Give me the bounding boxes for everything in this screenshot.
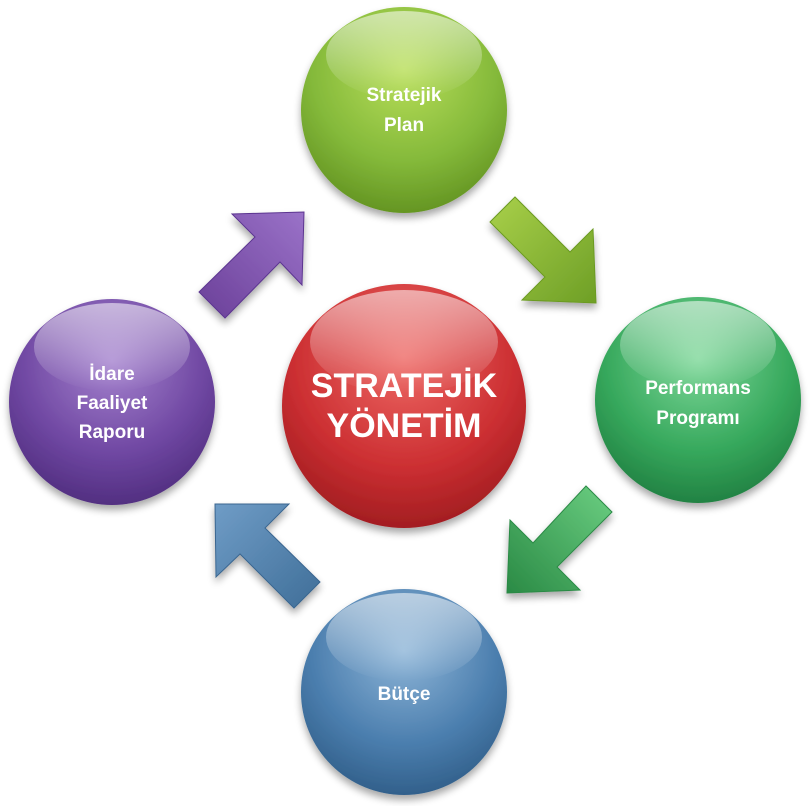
node-center-strategic-management: STRATEJİK YÖNETİM [282, 284, 526, 528]
arrow-program-to-budget-icon [506, 485, 613, 594]
node-activity-report-line2: Faaliyet [77, 393, 148, 414]
node-strategic-plan-line2: Plan [384, 115, 424, 136]
center-label-line2: YÖNETİM [327, 407, 482, 445]
arrow-plan-to-program-icon [489, 196, 597, 304]
node-budget-line1: Bütçe [378, 684, 431, 705]
node-activity-report: İdare Faaliyet Raporu [9, 299, 215, 505]
node-performance-program: Performans Programı [595, 297, 801, 503]
center-label-line1: STRATEJİK [311, 367, 498, 405]
node-activity-report-line3: Raporu [79, 422, 146, 443]
node-performance-program-line1: Performans [645, 378, 751, 399]
node-budget: Bütçe [301, 589, 507, 795]
node-activity-report-line1: İdare [89, 364, 134, 385]
arrow-report-to-plan-icon [198, 211, 305, 319]
node-performance-program-line2: Programı [656, 408, 739, 429]
node-strategic-plan-line1: Stratejik [367, 85, 442, 106]
arrow-budget-to-report-icon [214, 503, 321, 609]
node-strategic-plan: Stratejik Plan [301, 7, 507, 213]
